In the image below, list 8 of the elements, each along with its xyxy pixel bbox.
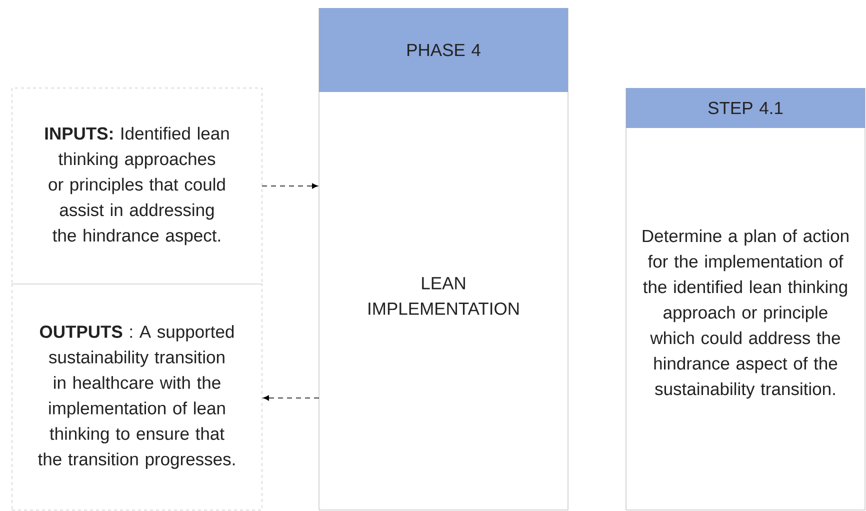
column-box: PHASE 4 LEAN IMPLEMENTATION — [318, 8, 568, 510]
column-box: STEP 4.1 Determine a plan of action for the implementation of the identified lean thinking approach or principle which could address the hindrance aspect of the sustainability transition. — [626, 88, 866, 510]
node-label: Determine a plan of action for the implementation of the identified lean thinking approach or principle which could address the hindrance aspect of the sustainability transition. — [642, 229, 848, 399]
note-box: INPUTS: Identified lean thinking approaches or principles that could assist in addressing the hindrance aspect. — [12, 88, 262, 284]
arrow — [262, 183, 318, 189]
note-box: OUTPUTS : A supported sustainability transition in healthcare with the implementation of lean thinking to ensure that the transition progresses. — [12, 284, 262, 510]
node-label: LEAN IMPLEMENTATION — [368, 277, 519, 315]
arrow — [263, 395, 320, 401]
